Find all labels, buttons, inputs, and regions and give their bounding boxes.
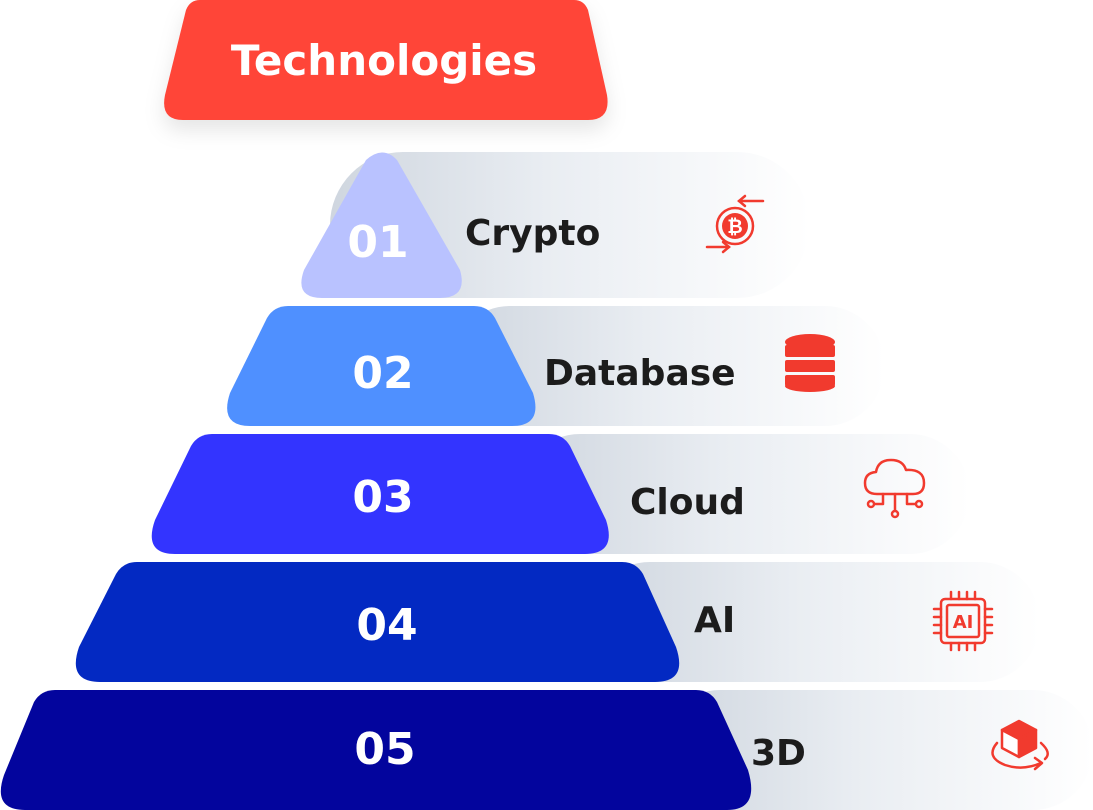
level-05-label: 3D <box>751 733 806 774</box>
page-title: Technologies <box>231 36 537 85</box>
level-03-number: 03 <box>352 472 413 523</box>
level-03-label: Cloud <box>630 482 745 523</box>
cloud-network-icon <box>863 458 926 519</box>
level-02-number: 02 <box>352 348 413 399</box>
level-02: 02 Database <box>227 306 885 426</box>
title-banner-shape <box>164 0 608 120</box>
level-01-triangle <box>301 152 462 298</box>
level-01-number: 01 <box>347 217 408 268</box>
level-04: 04 AI AI <box>75 562 1040 682</box>
level-02-pill <box>450 306 885 426</box>
level-02-trapezoid <box>227 306 536 426</box>
ai-chip-icon: AI <box>932 590 994 652</box>
level-01: 01 Crypto ₿ <box>301 152 810 298</box>
title-banner: Technologies <box>164 0 608 120</box>
level-02-label: Database <box>544 353 736 394</box>
level-04-trapezoid <box>75 562 680 682</box>
level-03: 03 Cloud <box>151 434 970 554</box>
level-03-pill <box>520 434 970 554</box>
level-05-trapezoid <box>0 690 752 810</box>
level-04-pill <box>590 562 1040 682</box>
level-05-number: 05 <box>354 724 415 775</box>
level-04-label: AI <box>694 600 735 641</box>
svg-text:₿: ₿ <box>727 216 742 238</box>
level-05: 05 3D <box>0 690 1093 810</box>
level-01-label: Crypto <box>465 213 600 254</box>
database-icon <box>785 334 835 392</box>
level-05-pill <box>660 690 1093 810</box>
svg-text:AI: AI <box>953 612 974 633</box>
crypto-exchange-icon: ₿ <box>705 194 765 254</box>
level-04-number: 04 <box>356 600 417 651</box>
3d-cube-icon <box>991 719 1049 771</box>
level-03-trapezoid <box>151 434 609 554</box>
